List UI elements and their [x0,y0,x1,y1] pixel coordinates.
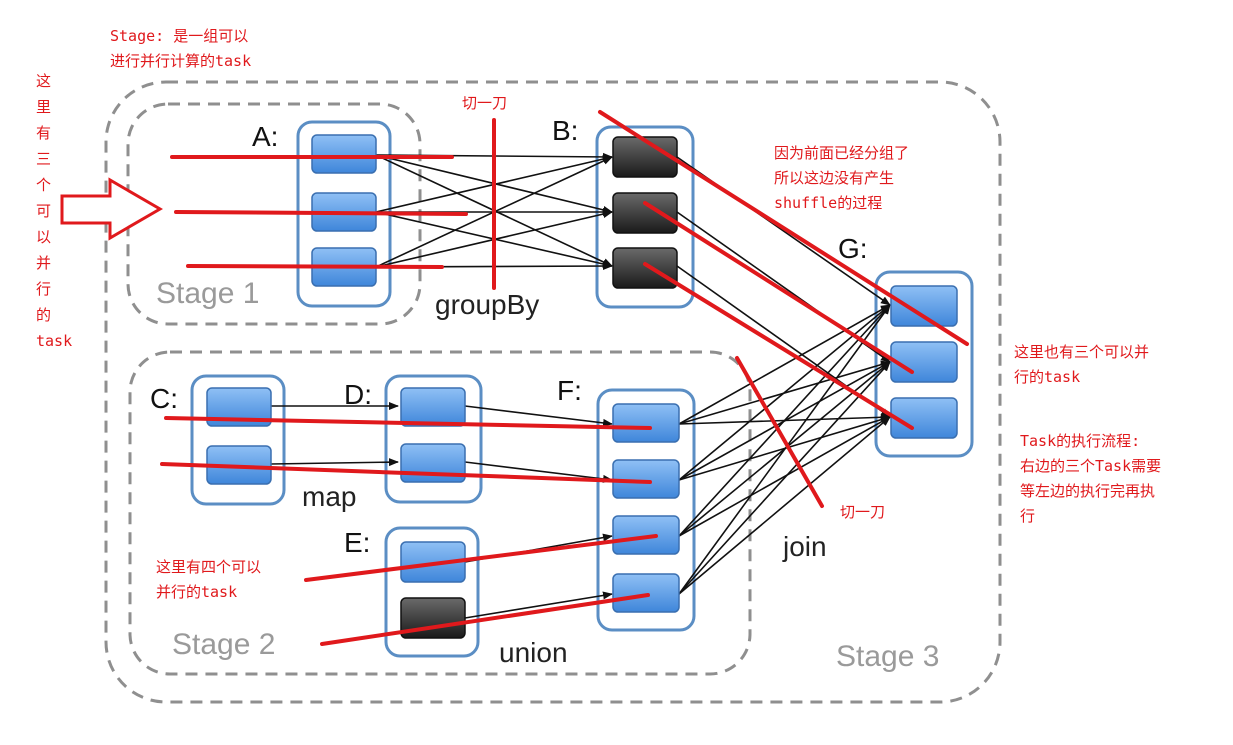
red-annotation-lines [160,110,969,646]
svg-text:三: 三 [36,150,51,168]
partition-f3 [612,515,680,555]
note-flow-2: 右边的三个Task需要 [1020,457,1161,475]
note-right-three-1: 这里也有三个可以并 [1014,343,1149,361]
op-map-label: map [302,481,356,512]
rdd-f-box [596,388,696,632]
op-groupby-label: groupBy [435,289,539,320]
stage3-box [104,80,1002,704]
rdd-f-partitions [612,403,680,613]
note-flow-4: 行 [1020,507,1035,525]
note-four-2: 并行的task [156,583,237,601]
stage2-label: Stage 2 [172,628,275,661]
partition-a1 [311,134,377,174]
rdd-b-label: B: [552,115,578,146]
partition-b1 [612,136,678,178]
partition-b3 [612,247,678,289]
note-no-shuffle-1: 因为前面已经分组了 [774,144,909,162]
svg-text:并: 并 [36,254,51,272]
partition-b2 [612,192,678,234]
rdd-c-label: C: [150,383,178,414]
rdd-f-label: F: [557,375,582,406]
partition-d1 [400,387,466,427]
partition-g3 [890,397,958,439]
note-cut-1: 切一刀 [462,94,507,112]
rdd-e-partitions [400,541,466,639]
partition-g2 [890,341,958,383]
rdd-d-label: D: [344,379,372,410]
note-stage-definition-1: Stage: 是一组可以 [110,27,248,45]
partition-c1 [206,387,272,427]
note-flow-3: 等左边的执行完再执 [1020,482,1155,500]
svg-text:以: 以 [36,228,51,246]
svg-text:个: 个 [36,176,51,194]
stage3-label: Stage 3 [836,640,939,673]
op-join-label: join [782,531,827,562]
edges-f-to-g [678,304,891,595]
edges-c-to-d [270,402,399,467]
note-stage-definition-2: 进行并行计算的task [110,52,251,70]
svg-text:可: 可 [36,202,51,220]
stage2-box [128,350,752,676]
op-union-label: union [499,637,568,668]
rdd-a-label: A: [252,121,278,152]
note-four-1: 这里有四个可以 [156,558,261,576]
note-left-vertical: 这 里 有 三 个 可 以 并 行 的 task [36,72,72,350]
stage1-label: Stage 1 [156,277,259,310]
svg-text:行: 行 [36,280,51,298]
edges-d-e-to-f [464,405,613,619]
rdd-g-label: G: [838,233,868,264]
rdd-g-partitions [890,285,958,439]
partition-f4 [612,573,680,613]
note-flow-1: Task的执行流程: [1020,432,1140,450]
partition-g1 [890,285,958,327]
note-right-three-2: 行的task [1014,368,1080,386]
svg-text:里: 里 [36,98,51,116]
partition-f1 [612,403,680,443]
svg-text:task: task [36,332,72,350]
svg-text:的: 的 [36,306,51,324]
rdd-b-partitions [612,136,678,289]
note-no-shuffle-2: 所以这边没有产生 [774,169,894,187]
note-cut-2: 切一刀 [840,503,885,521]
hollow-arrow-icon [60,177,163,241]
svg-text:这: 这 [36,72,51,90]
note-no-shuffle-3: shuffle的过程 [774,194,882,212]
svg-text:有: 有 [36,124,51,142]
rdd-e-label: E: [344,527,370,558]
